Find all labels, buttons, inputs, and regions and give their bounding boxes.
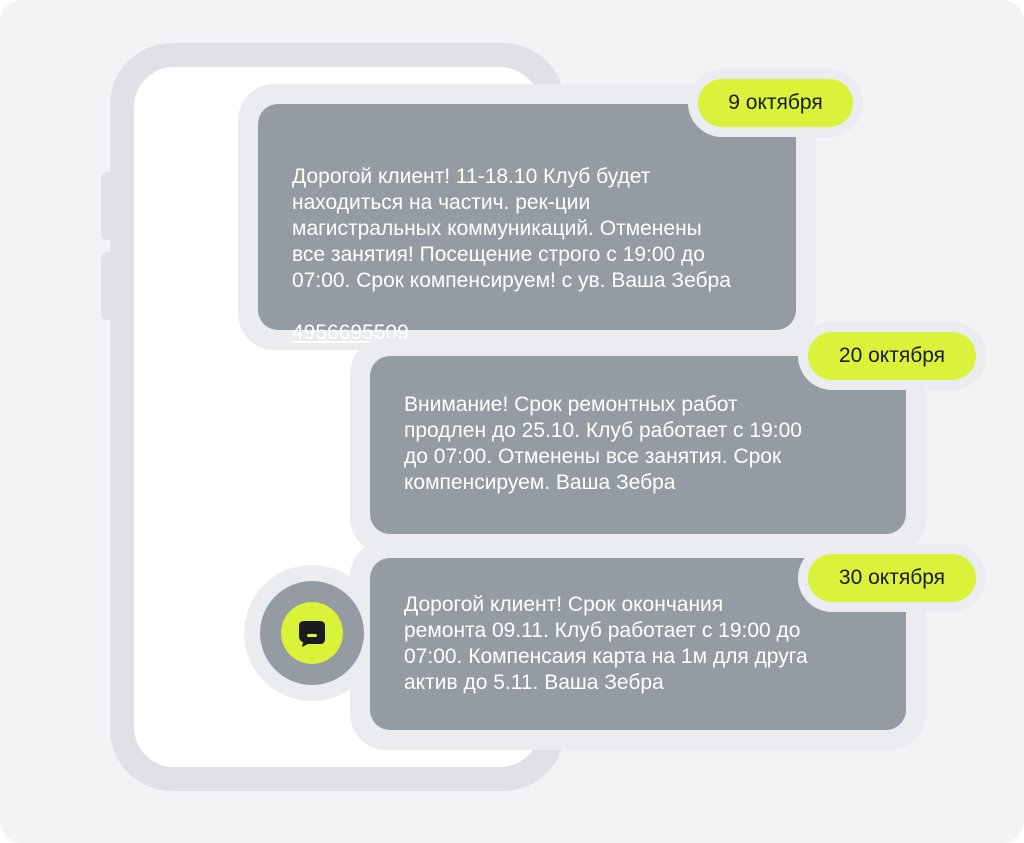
date-badge-1: 9 октября <box>698 79 853 127</box>
chat-bubble-icon <box>299 621 325 647</box>
message-bubble-1: Дорогой клиент! 11-18.10 Клуб будет нахо… <box>258 104 796 344</box>
date-badge-2: 20 октября <box>808 332 976 380</box>
message-bubble-2: Внимание! Срок ремонтных работ продлен д… <box>370 356 906 534</box>
message-text: Дорогой клиент! Срок окончания ремонта 0… <box>404 593 808 694</box>
message-text: Внимание! Срок ремонтных работ продлен д… <box>404 393 802 494</box>
message-text: Дорогой клиент! 11-18.10 Клуб будет нахо… <box>292 165 731 292</box>
date-badge-3: 30 октября <box>808 554 976 602</box>
